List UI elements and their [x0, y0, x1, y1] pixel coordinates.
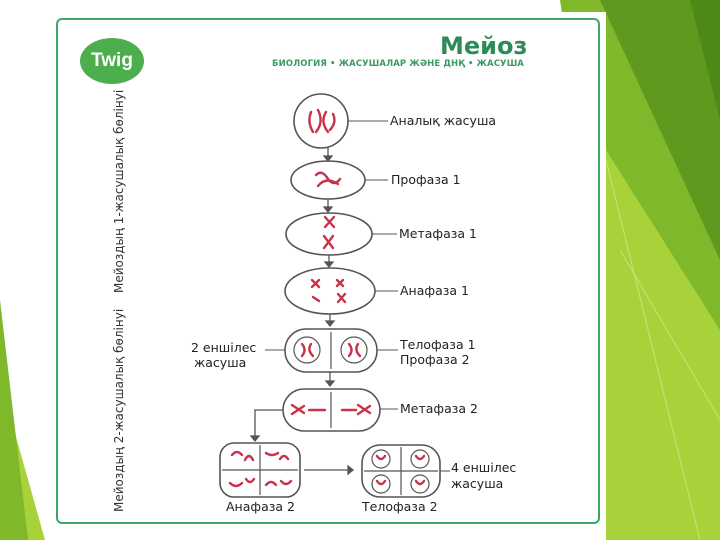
chromosome: [316, 179, 340, 188]
page-title: Мейоз: [440, 32, 528, 60]
anaphase1-cell: [284, 267, 376, 315]
page-subtitle: БИОЛОГИЯ • ЖАСУШАЛАР ЖӘНЕ ДНҚ • ЖАСУША: [272, 59, 524, 69]
chromosome: [336, 292, 347, 304]
chromosome: [375, 454, 426, 486]
green-decor-shape: [606, 150, 720, 540]
chromosome: [322, 110, 330, 134]
label-four-daughter-line2: жасуша: [451, 476, 504, 491]
label-telophase2: Телофаза 2: [362, 499, 438, 514]
chromosome: [311, 295, 321, 303]
chromosome: [335, 278, 345, 288]
label-telophase1: Телофаза 1: [400, 337, 476, 352]
card-border: [56, 18, 600, 524]
chromosome: [230, 450, 290, 462]
metaphase1-cell: [285, 212, 373, 256]
chromosome: [228, 477, 293, 488]
label-parent-cell: Аналық жасуша: [390, 113, 497, 128]
label-anaphase2: Анафаза 2: [226, 499, 295, 514]
chromosome: [322, 234, 335, 250]
label-prophase2: Профаза 2: [400, 352, 470, 367]
label-metaphase1: Метафаза 1: [399, 226, 477, 241]
chromosome: [323, 215, 336, 229]
label-two-daughter-line2: жасуша: [194, 355, 247, 370]
chromosome: [340, 403, 372, 416]
chromosome: [290, 403, 327, 416]
chromosome: [328, 112, 336, 132]
green-decor-shape: [0, 300, 28, 540]
label-four-daughter-line1: 4 еншілес: [451, 460, 517, 475]
chromosome: [300, 342, 315, 358]
green-decor-shape: [690, 0, 720, 120]
label-anaphase1: Анафаза 1: [400, 283, 469, 298]
label-two-daughter-line1: 2 еншілес: [191, 340, 257, 355]
chromosome: [314, 108, 322, 134]
label-metaphase2: Метафаза 2: [400, 401, 478, 416]
green-decor-shape: [600, 0, 720, 260]
label-prophase1: Профаза 1: [391, 172, 461, 187]
chromosome: [308, 110, 315, 134]
chromosome: [347, 342, 362, 358]
twig-logo: Twig: [80, 38, 144, 84]
chromosome: [310, 278, 321, 289]
